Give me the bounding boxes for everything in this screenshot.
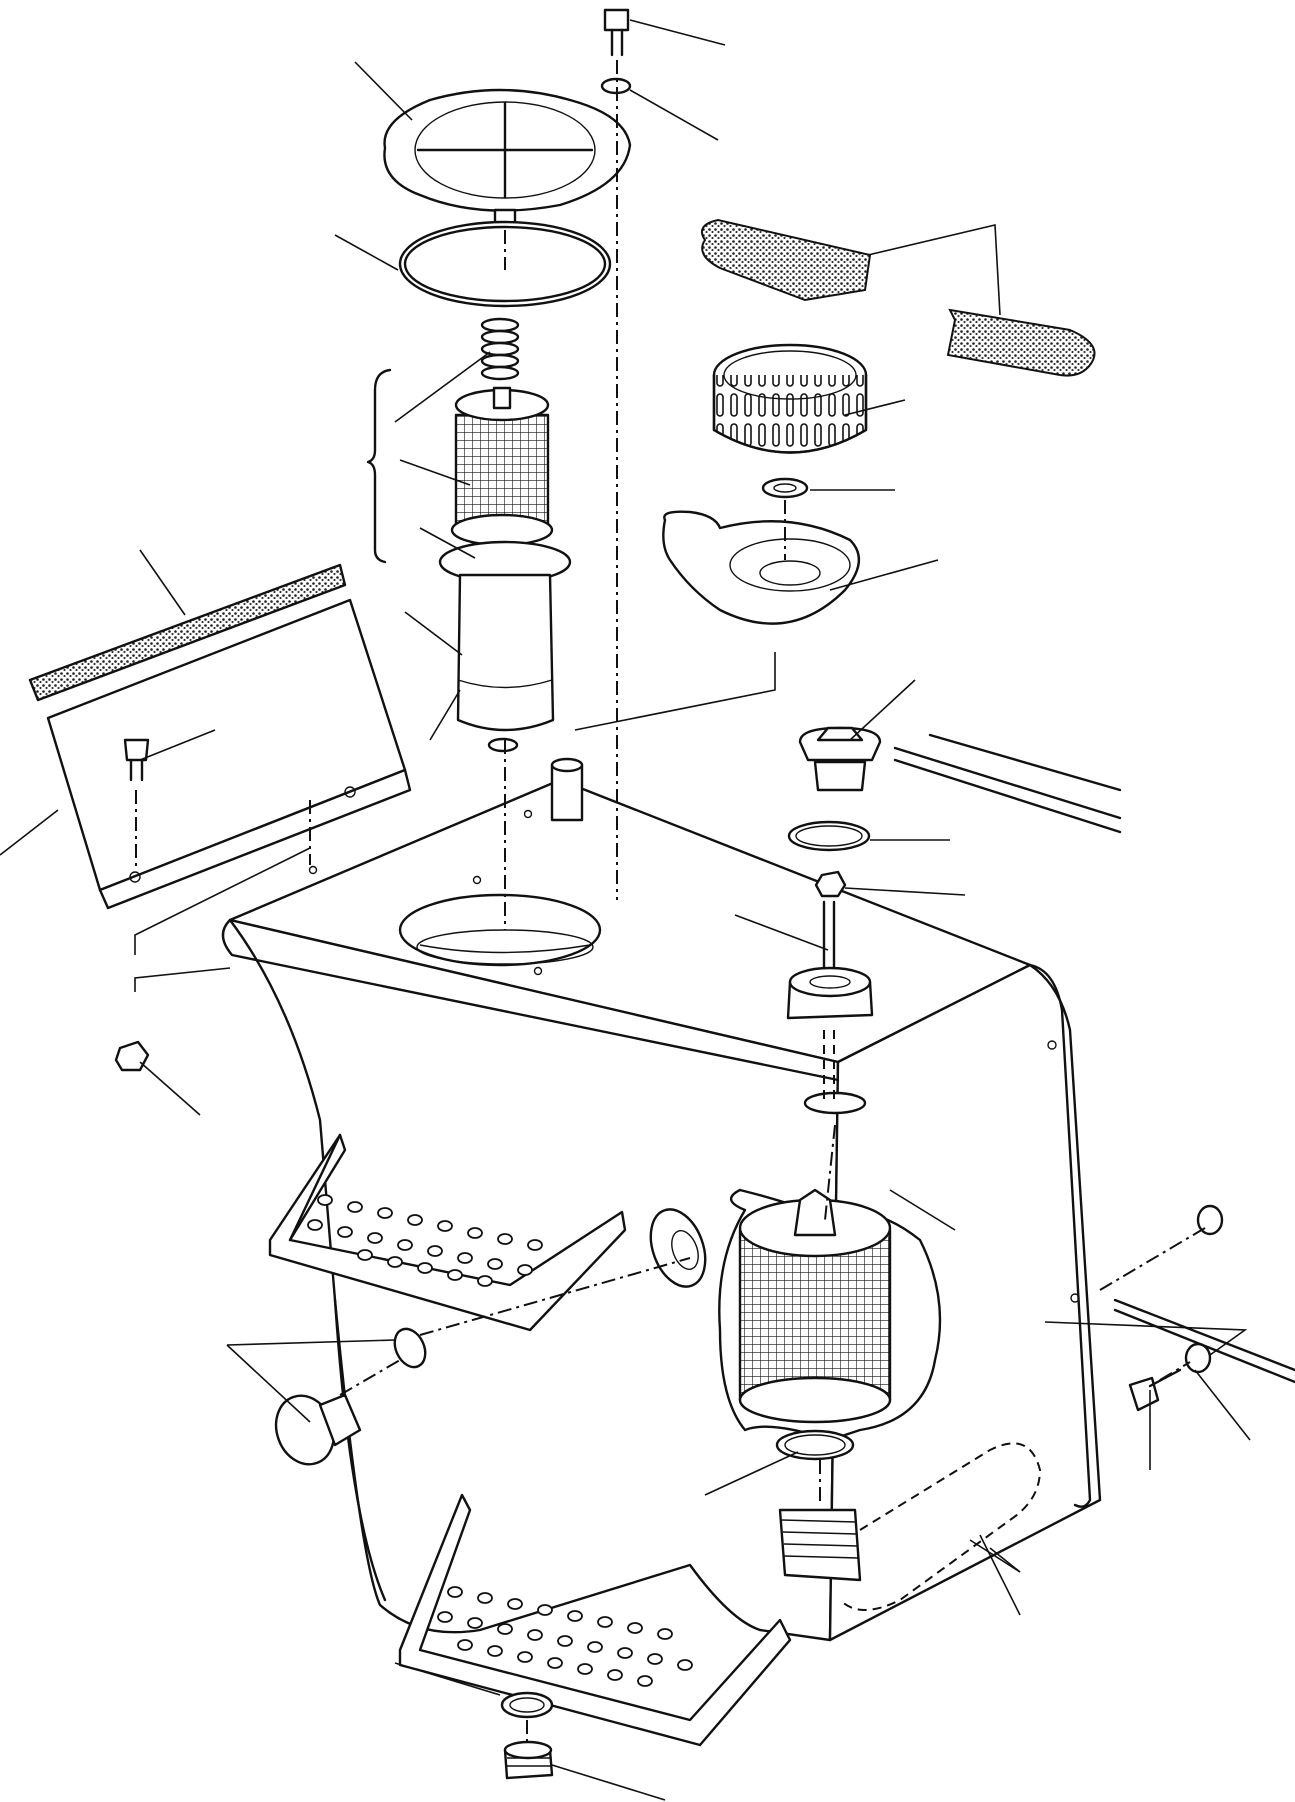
- lower-step: [398, 1493, 792, 1747]
- frame-lines: [893, 733, 1295, 1384]
- side-bracket: [28, 563, 412, 910]
- drain-plug-assembly: [274, 1208, 707, 1466]
- breather-assembly: [550, 343, 868, 822]
- fasteners: [114, 8, 1224, 1412]
- internal-suction-filter: [718, 1188, 1042, 1611]
- return-filter-assembly: [366, 88, 632, 753]
- spring: [480, 317, 520, 381]
- leader-lines: [0, 19, 1251, 1801]
- upper-step: [268, 1133, 627, 1332]
- assembly-lines: [135, 60, 1206, 1745]
- bottom-drain-plug: [500, 1691, 554, 1780]
- level-gauge-assembly: [786, 726, 882, 1115]
- foam-pads: [701, 218, 1096, 377]
